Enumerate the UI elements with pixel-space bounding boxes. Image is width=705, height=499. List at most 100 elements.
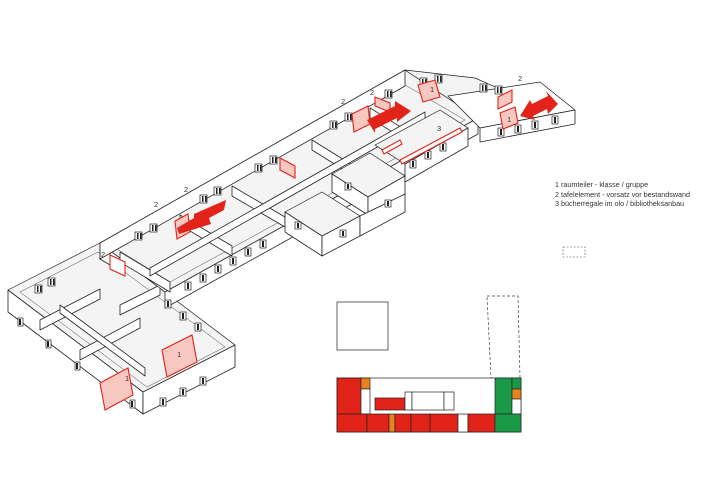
plan-room (411, 391, 445, 411)
board-panel-c (279, 157, 296, 179)
bookshelf-a (399, 127, 463, 165)
window (159, 397, 167, 407)
legend-outline-marker (562, 246, 586, 258)
plan-room (388, 413, 396, 433)
floor-plan (336, 295, 522, 433)
legend-item-1: 1 raumteiler - klasse / gruppe (555, 180, 649, 189)
number-labels: 2 2 2 2 2 2 3 1 1 1 1 (101, 74, 522, 383)
window (199, 273, 207, 283)
building-axonometric (7, 69, 576, 415)
main-wing-back-wall (99, 69, 406, 260)
window (409, 159, 417, 169)
window (514, 124, 522, 134)
internal-wall-b (79, 317, 141, 361)
room-divider-1d (499, 106, 519, 130)
window (179, 311, 187, 321)
window (244, 247, 252, 257)
label-2: 2 (184, 185, 188, 194)
left-wing-side-wall (142, 344, 236, 415)
window (384, 89, 393, 99)
label-3: 3 (437, 124, 441, 133)
plan-room (360, 388, 371, 415)
plan-room (511, 377, 522, 390)
board-panel-f (497, 89, 513, 110)
window (45, 339, 52, 349)
window (497, 127, 505, 137)
window (344, 182, 352, 191)
window (214, 264, 222, 274)
label-1: 1 (177, 350, 181, 359)
window (494, 85, 503, 95)
window (434, 74, 443, 84)
legend-item-2: 2 tafelelement - vorsatz vor bestandswan… (555, 189, 691, 199)
room-divider-1a (99, 367, 134, 411)
plan-room (494, 413, 522, 433)
plan-room (360, 377, 371, 390)
window (17, 317, 24, 327)
board-panel-a (109, 254, 126, 277)
plan-room (374, 397, 406, 411)
window (254, 163, 263, 173)
window (164, 299, 172, 309)
plan-room (410, 413, 431, 433)
label-2: 2 (341, 97, 345, 106)
window (74, 361, 81, 371)
window (294, 221, 302, 230)
room-divider-1c (417, 79, 441, 103)
window (129, 399, 136, 409)
double-arrow-middle (367, 101, 411, 133)
plan-room (336, 377, 362, 415)
left-wing-inner-floor (19, 251, 226, 388)
legend-item-3: 3 bücherregale im olo / bibliotheksanbau (555, 199, 685, 209)
window (439, 142, 447, 152)
label-1: 1 (125, 374, 129, 383)
window (384, 199, 392, 208)
main-wing-floor (99, 69, 479, 293)
plan-room (394, 413, 412, 433)
window (344, 112, 353, 122)
double-arrow-left (177, 200, 226, 234)
plan-room (366, 413, 390, 433)
plan-dashed-tower (486, 295, 521, 379)
window (134, 231, 143, 241)
window (184, 281, 192, 291)
window (531, 120, 539, 130)
legend: 1 raumteiler - klasse / gruppe 2 tafelel… (555, 180, 690, 209)
plan-room (511, 388, 522, 400)
window (329, 120, 338, 130)
window (339, 229, 347, 238)
label-2: 2 (154, 200, 158, 209)
window (269, 155, 278, 165)
window (47, 277, 56, 287)
window (34, 284, 43, 294)
window (424, 150, 432, 160)
plan-room (443, 391, 455, 411)
window (194, 322, 202, 332)
plan-room (494, 377, 513, 415)
plan-square (336, 301, 389, 351)
window (479, 83, 488, 93)
red-elements (99, 79, 558, 411)
internal-wall-d (59, 304, 146, 377)
plan-room (429, 413, 459, 433)
plan-room (457, 413, 469, 433)
plan-room (511, 398, 522, 415)
bookshelf-b (381, 139, 403, 155)
label-1: 1 (507, 115, 511, 124)
window (199, 376, 207, 386)
plan-room (404, 391, 413, 411)
plan-room (467, 413, 496, 433)
window (213, 186, 222, 196)
double-arrow-right (520, 91, 558, 120)
window (551, 115, 559, 125)
window (259, 239, 267, 249)
window (149, 223, 158, 233)
label-1: 1 (430, 85, 434, 94)
internal-wall-c (119, 284, 161, 316)
windows (17, 74, 559, 409)
window (179, 387, 187, 397)
room-divider-1b (161, 334, 198, 378)
internal-wall-a (39, 288, 101, 331)
